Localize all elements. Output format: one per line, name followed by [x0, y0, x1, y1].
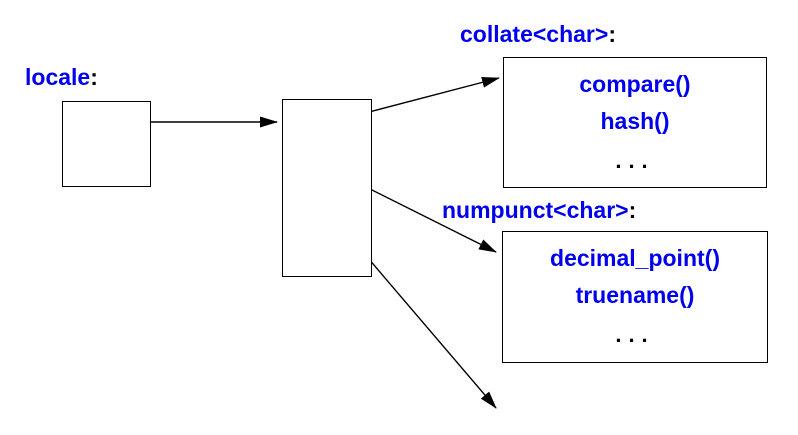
locale-label-text: locale: [25, 64, 91, 90]
facet-ellipsis: ...: [615, 147, 655, 173]
numpunct-facet-label-colon: :: [628, 197, 637, 223]
facet-ellipsis: ...: [615, 321, 655, 347]
facet-method: truename(): [575, 282, 695, 308]
facet-method: hash(): [600, 108, 670, 134]
locale-label: locale:: [25, 64, 98, 90]
locale-label-colon: :: [90, 64, 98, 90]
numpunct-facet-label: numpunct<char>:: [442, 197, 636, 223]
facet-method: compare(): [579, 71, 691, 97]
collate-facet-label-text: collate<char>: [460, 21, 609, 47]
collate-facet-label-colon: :: [608, 21, 616, 47]
collate-facet-box: compare() hash() ...: [503, 57, 767, 188]
collate-facet-label: collate<char>:: [460, 21, 616, 47]
locale-object-box: [62, 101, 151, 187]
numpunct-facet-box: decimal_point() truename() ...: [502, 231, 768, 363]
numpunct-facet-label-text: numpunct<char>: [442, 197, 629, 223]
facet-method: decimal_point(): [550, 245, 720, 271]
locale-implementation-box: [282, 99, 372, 277]
